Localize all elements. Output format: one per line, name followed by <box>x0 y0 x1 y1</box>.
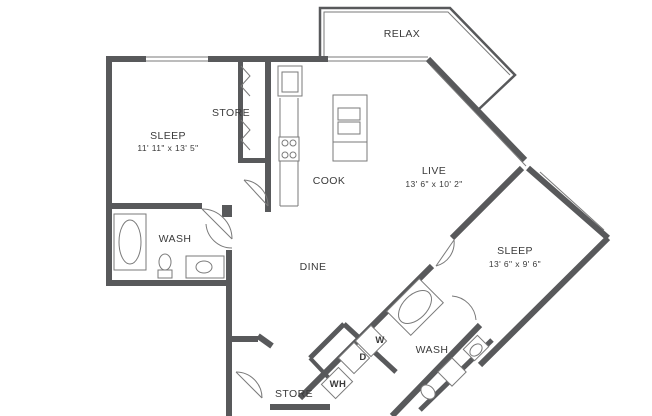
room-label-wash-2: WASH <box>416 344 449 356</box>
room-label-dine: DINE <box>300 261 327 273</box>
room-label-live: LIVE <box>422 165 446 177</box>
room-label-sleep-2: SLEEP <box>497 245 533 257</box>
doors <box>201 65 477 399</box>
room-label-wash-1: WASH <box>159 233 192 245</box>
room-label-relax: RELAX <box>384 28 420 40</box>
room-labels: RELAX SLEEP 11' 11" x 13' 5" STORE COOK … <box>137 28 541 400</box>
room-label-cook: COOK <box>313 175 346 187</box>
room-label-sleep-1: SLEEP <box>150 130 186 142</box>
appliance-label-dryer: D <box>359 352 366 363</box>
room-label-store-2: STORE <box>275 388 313 400</box>
laundry-closet <box>308 322 398 400</box>
room-dimensions-sleep-2: 13' 6" x 9' 6" <box>489 259 541 269</box>
room-dimensions-sleep-1: 11' 11" x 13' 5" <box>137 143 198 153</box>
balcony-relax <box>318 6 517 111</box>
appliance-label-washer: W <box>375 335 384 346</box>
appliance-label-water-heater: WH <box>330 379 347 390</box>
room-dimensions-live: 13' 6" x 10' 2" <box>405 179 462 189</box>
bathroom-1-fixtures <box>113 213 225 279</box>
room-label-store-1: STORE <box>212 107 250 119</box>
kitchen-fixtures <box>277 65 368 207</box>
bathroom-2-fixtures <box>386 278 490 400</box>
